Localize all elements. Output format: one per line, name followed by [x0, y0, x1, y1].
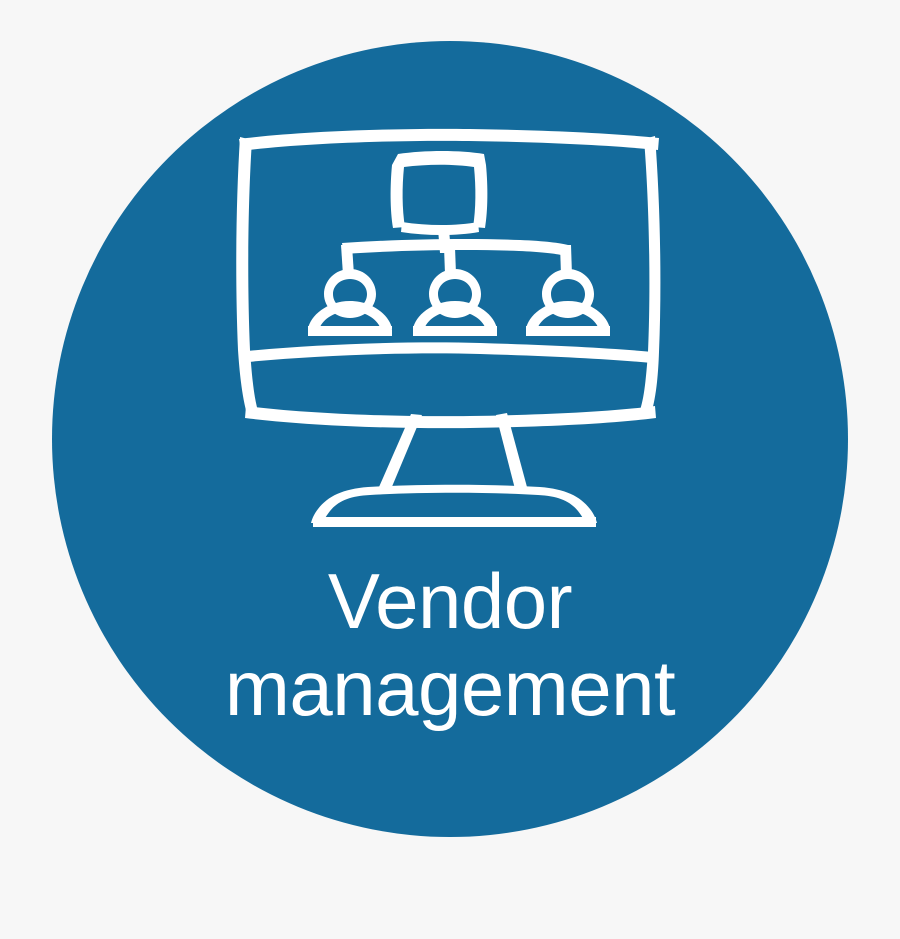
monitor-stand-left-leg: [379, 414, 422, 489]
person-body-center: [413, 301, 497, 336]
badge-label-line-1: Vendor: [328, 557, 572, 645]
monitor-frame-top-stroke: [239, 128, 659, 151]
desktop-monitor-org-chart-icon: [236, 128, 661, 527]
monitor-stand-right-leg: [496, 413, 527, 489]
org-chart-drop-line-left: [341, 245, 354, 275]
org-chart-drop-line-right: [560, 245, 572, 275]
monitor-frame-bottom-stroke: [245, 406, 656, 429]
org-chart-root-box: [390, 151, 488, 235]
org-chart-drop-line-center: [444, 247, 456, 274]
person-body-left: [308, 301, 392, 336]
screen-divider-line: [247, 342, 653, 363]
monitor-base: [311, 484, 597, 527]
person-node-center: [413, 269, 497, 336]
person-node-left: [308, 269, 392, 336]
badge-label-line-2: management: [225, 644, 676, 732]
person-body-right: [526, 301, 610, 336]
monitor-frame-right-stroke: [640, 136, 661, 414]
monitor-frame-left-stroke: [236, 137, 258, 414]
person-node-right: [526, 269, 610, 336]
